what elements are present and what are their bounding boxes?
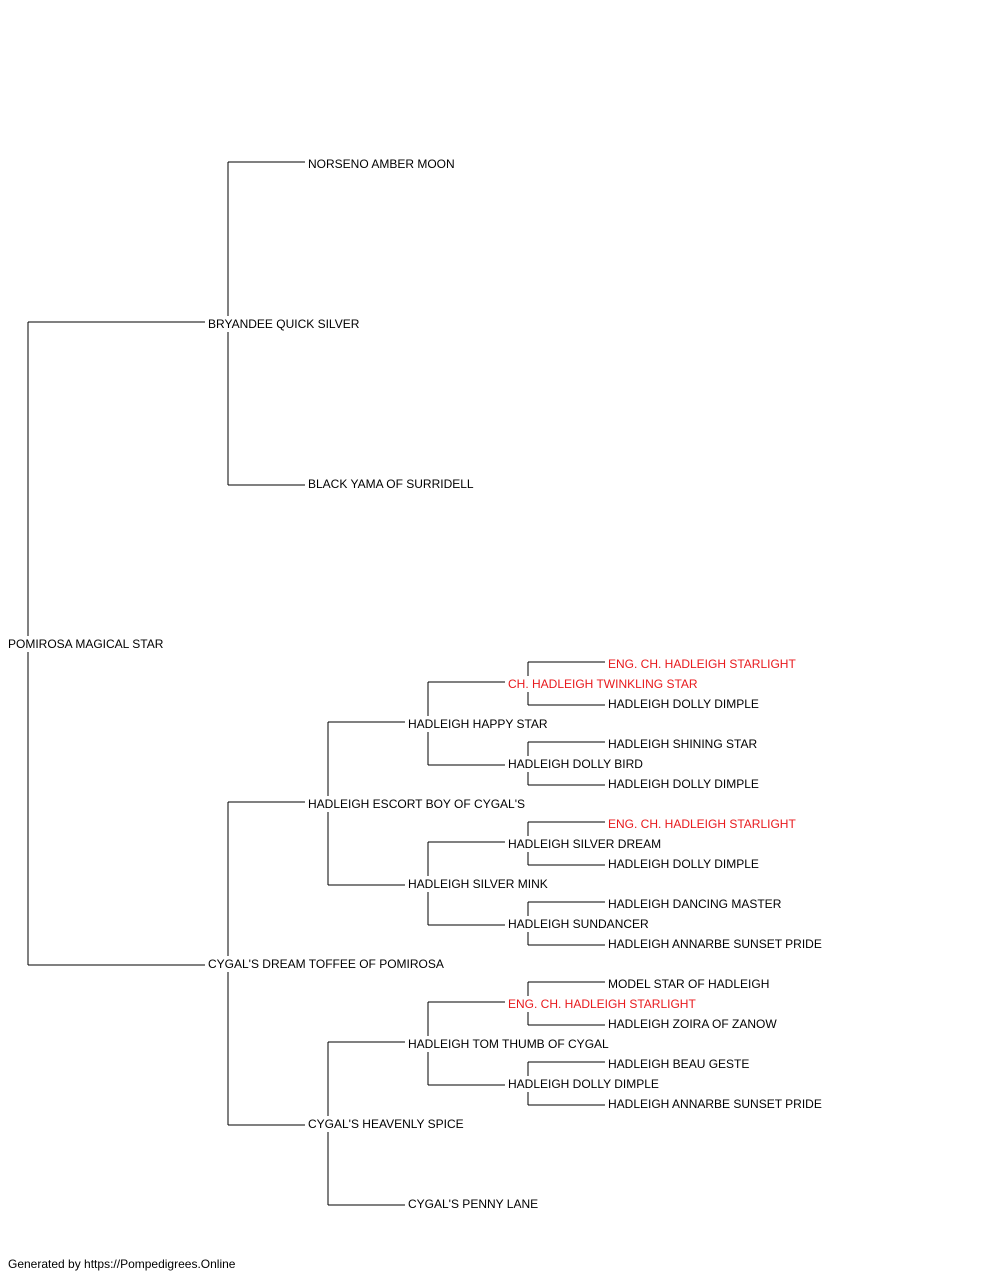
pedigree-dam-dam-dam[interactable]: CYGAL'S PENNY LANE (408, 1197, 539, 1211)
pedigree-dam-dam-sire[interactable]: HADLEIGH TOM THUMB OF CYGAL (408, 1037, 609, 1051)
pedigree-dam[interactable]: CYGAL'S DREAM TOFFEE OF POMIROSA (208, 957, 444, 971)
pedigree-dam-sire-dam[interactable]: HADLEIGH SILVER MINK (408, 877, 548, 891)
pedigree-dam-sire-sire-dam-dam[interactable]: HADLEIGH DOLLY DIMPLE (608, 777, 759, 791)
pedigree-dam-sire-sire[interactable]: HADLEIGH HAPPY STAR (408, 717, 548, 731)
pedigree-dam-dam-sire-dam-dam[interactable]: HADLEIGH ANNARBE SUNSET PRIDE (608, 1097, 822, 1111)
pedigree-dam-dam-sire-dam[interactable]: HADLEIGH DOLLY DIMPLE (508, 1077, 659, 1091)
pedigree-dam-dam-sire-sire[interactable]: ENG. CH. HADLEIGH STARLIGHT (508, 997, 696, 1011)
pedigree-dam-sire-sire-sire[interactable]: CH. HADLEIGH TWINKLING STAR (508, 677, 698, 691)
pedigree-sire[interactable]: BRYANDEE QUICK SILVER (208, 317, 360, 331)
footer-generated-by: Generated by https://Pompedigrees.Online (8, 1257, 236, 1271)
pedigree-subject[interactable]: POMIROSA MAGICAL STAR (8, 637, 164, 651)
pedigree-dam-sire-sire-sire-dam[interactable]: HADLEIGH DOLLY DIMPLE (608, 697, 759, 711)
pedigree-dam-sire-sire-dam-sire[interactable]: HADLEIGH SHINING STAR (608, 737, 758, 751)
pedigree-dam-dam-sire-sire-sire[interactable]: MODEL STAR OF HADLEIGH (608, 977, 770, 991)
pedigree-dam-dam[interactable]: CYGAL'S HEAVENLY SPICE (308, 1117, 464, 1131)
pedigree-dam-sire-dam-dam[interactable]: HADLEIGH SUNDANCER (508, 917, 649, 931)
pedigree-dam-sire-dam-sire-dam[interactable]: HADLEIGH DOLLY DIMPLE (608, 857, 759, 871)
pedigree-dam-sire-sire-sire-sire[interactable]: ENG. CH. HADLEIGH STARLIGHT (608, 657, 796, 671)
pedigree-sire-sire[interactable]: NORSENO AMBER MOON (308, 157, 455, 171)
pedigree-dam-sire-dam-sire[interactable]: HADLEIGH SILVER DREAM (508, 837, 662, 851)
pedigree-dam-dam-sire-dam-sire[interactable]: HADLEIGH BEAU GESTE (608, 1057, 750, 1071)
pedigree-dam-sire-sire-dam[interactable]: HADLEIGH DOLLY BIRD (508, 757, 643, 771)
pedigree-dam-sire-dam-sire-sire[interactable]: ENG. CH. HADLEIGH STARLIGHT (608, 817, 796, 831)
pedigree-sire-dam[interactable]: BLACK YAMA OF SURRIDELL (308, 477, 474, 491)
pedigree-dam-dam-sire-sire-dam[interactable]: HADLEIGH ZOIRA OF ZANOW (608, 1017, 777, 1031)
pedigree-dam-sire[interactable]: HADLEIGH ESCORT BOY OF CYGAL'S (308, 797, 526, 811)
pedigree-dam-sire-dam-dam-sire[interactable]: HADLEIGH DANCING MASTER (608, 897, 782, 911)
pedigree-dam-sire-dam-dam-dam[interactable]: HADLEIGH ANNARBE SUNSET PRIDE (608, 937, 822, 951)
